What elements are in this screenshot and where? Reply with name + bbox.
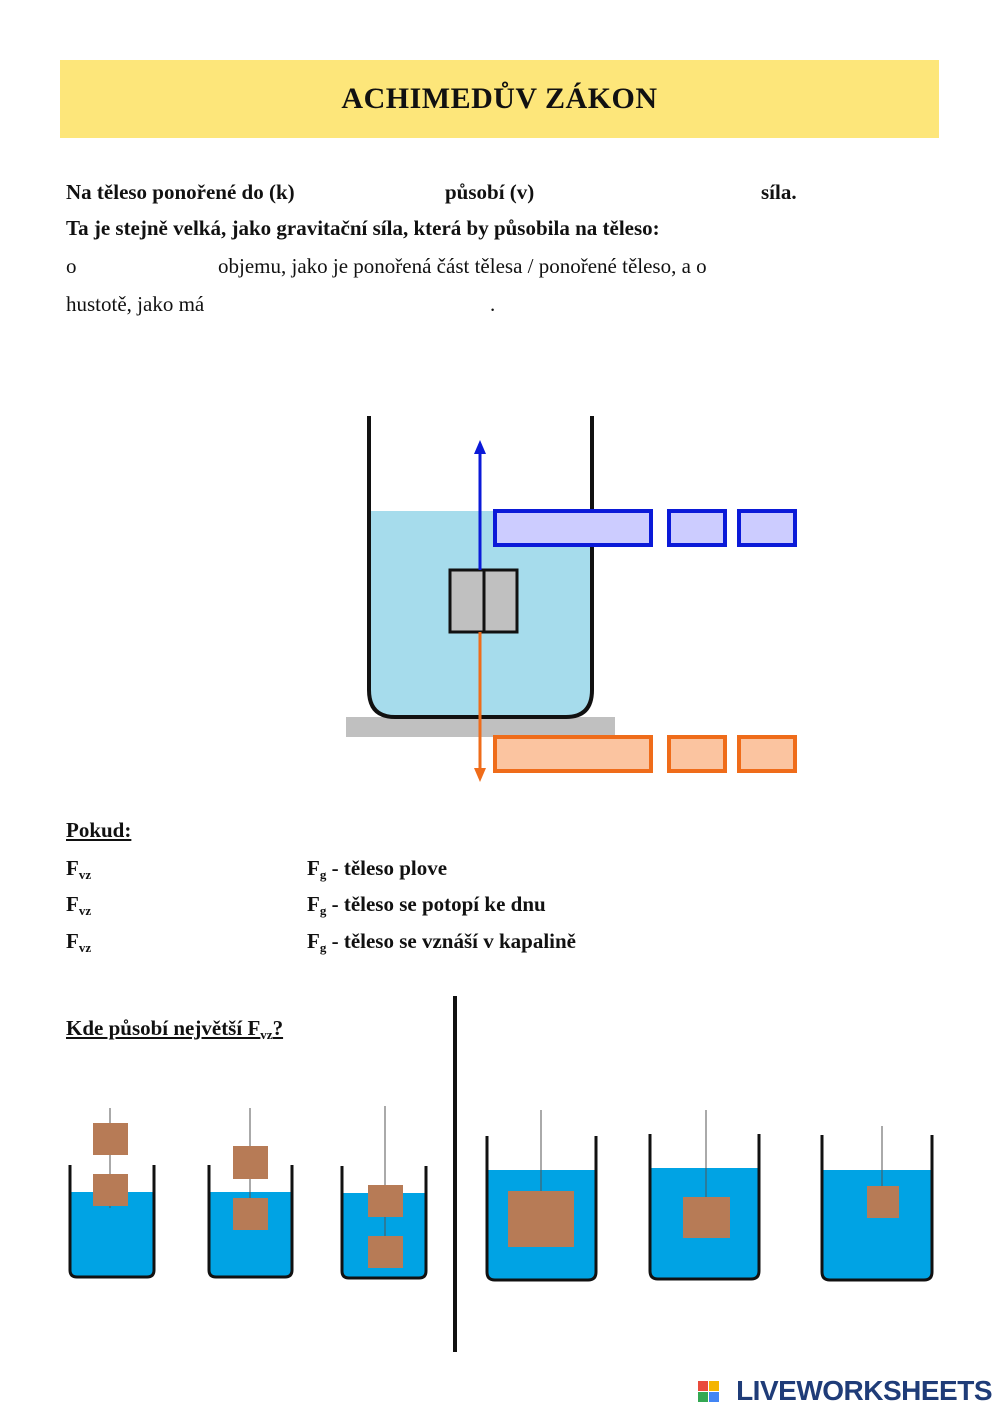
brown-block <box>683 1197 730 1238</box>
buoyancy-answer-box-3[interactable] <box>737 509 797 547</box>
page-title: ACHIMEDŮV ZÁKON <box>341 82 658 115</box>
question-subscript: vz <box>260 1027 273 1042</box>
fg-subscript: g <box>319 940 327 955</box>
brown-block <box>233 1198 268 1230</box>
condition-row-1-left: Fvz <box>66 856 91 883</box>
question-mark: ? <box>272 1016 284 1040</box>
definition-line-4b: . <box>490 292 496 316</box>
gravity-answer-box-2[interactable] <box>667 735 727 773</box>
condition-row-3-right: Fg - těleso se vznáší v kapalině <box>307 929 576 956</box>
brown-block <box>93 1123 128 1155</box>
condition-text: - těleso se vznáší v kapalině <box>326 929 576 953</box>
beaker-right-2[interactable] <box>648 1110 761 1281</box>
condition-row-2-left: Fvz <box>66 892 91 919</box>
beaker-outline <box>340 1166 428 1280</box>
buoyancy-answer-box-2[interactable] <box>667 509 727 547</box>
gravity-arrow-head <box>474 768 486 782</box>
brown-block <box>233 1146 268 1179</box>
fg-subscript: g <box>319 903 327 918</box>
beaker-left-3[interactable] <box>340 1106 428 1280</box>
liveworksheets-logo: LIVEWORKSHEETS <box>736 1375 992 1407</box>
gravity-answer-box-1[interactable] <box>493 735 653 773</box>
fvz-subscript: vz <box>78 940 92 955</box>
beaker-outline <box>485 1136 598 1282</box>
fvz-symbol: F <box>66 856 79 880</box>
brown-block <box>93 1174 128 1206</box>
brown-block <box>368 1236 403 1268</box>
definition-line-4a: hustotě, jako má <box>66 292 205 316</box>
beaker-outline <box>648 1134 761 1281</box>
fg-symbol: F <box>307 929 320 953</box>
beaker-outline <box>207 1165 294 1279</box>
brown-block <box>867 1186 899 1218</box>
buoyancy-arrow-head <box>474 440 486 454</box>
beaker-outline <box>68 1165 156 1279</box>
condition-row-2-right: Fg - těleso se potopí ke dnu <box>307 892 546 919</box>
fg-subscript: g <box>319 867 327 882</box>
fg-symbol: F <box>307 856 320 880</box>
fvz-subscript: vz <box>78 903 92 918</box>
liveworksheets-logo-icon <box>698 1381 719 1402</box>
water-dark <box>822 1170 932 1280</box>
beaker-right-1[interactable] <box>485 1110 598 1282</box>
definition-line-1c: síla. <box>761 180 797 204</box>
logo-text: LIVEWORKSHEETS <box>736 1375 992 1406</box>
condition-text: - těleso plove <box>326 856 448 880</box>
fvz-symbol: F <box>66 892 79 916</box>
fg-symbol: F <box>307 892 320 916</box>
condition-row-3-left: Fvz <box>66 929 91 956</box>
question-heading: Kde působí největší Fvz? <box>66 1016 283 1043</box>
beaker-right-3[interactable] <box>820 1126 934 1282</box>
water-dark <box>342 1193 426 1278</box>
beaker-outline <box>820 1135 934 1282</box>
definition-line-3a: o <box>66 254 77 278</box>
beaker-left-1[interactable] <box>68 1108 156 1279</box>
water-dark <box>209 1192 292 1277</box>
definition-line-1a: Na těleso ponořené do (k) <box>66 180 295 204</box>
question-text: Kde působí největší F <box>66 1016 261 1040</box>
fvz-symbol: F <box>66 929 79 953</box>
definition-line-2: Ta je stejně velká, jako gravitační síla… <box>66 216 660 240</box>
conditions-heading: Pokud: <box>66 818 132 842</box>
definition-line-3b: objemu, jako je ponořená část tělesa / p… <box>218 254 707 278</box>
beaker-left-2[interactable] <box>207 1108 294 1279</box>
title-bar: ACHIMEDŮV ZÁKON <box>60 60 939 138</box>
brown-block <box>368 1185 403 1217</box>
condition-row-1-right: Fg - těleso plove <box>307 856 447 883</box>
definition-line-1b: působí (v) <box>445 180 535 204</box>
condition-text: - těleso se potopí ke dnu <box>326 892 546 916</box>
gravity-answer-box-3[interactable] <box>737 735 797 773</box>
buoyancy-answer-box-1[interactable] <box>493 509 653 547</box>
brown-block <box>508 1191 574 1247</box>
water-dark <box>70 1192 154 1277</box>
fvz-subscript: vz <box>78 867 92 882</box>
